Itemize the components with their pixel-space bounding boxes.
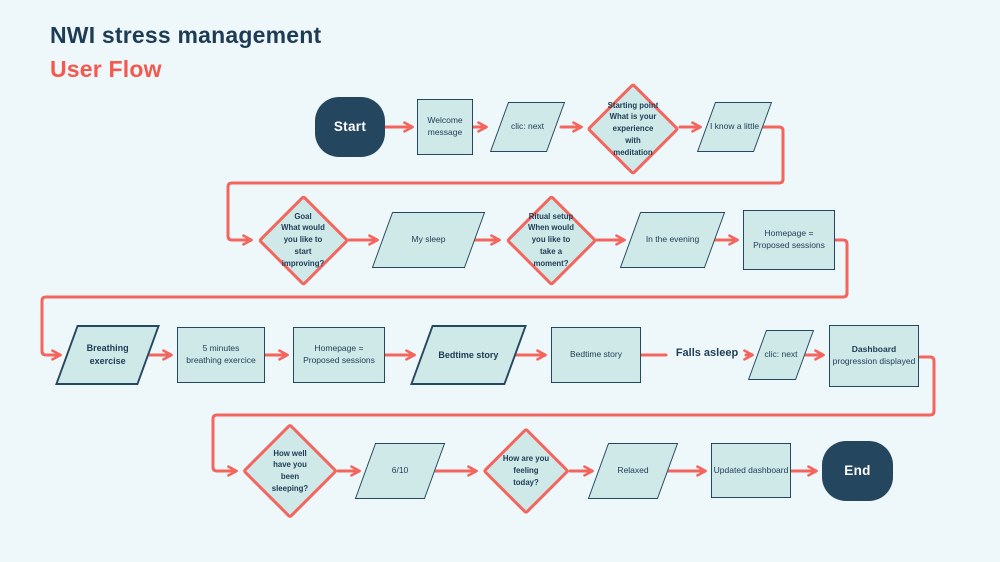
page-title: NWI stress management [50,22,322,48]
node-feeling-today-decision: How are you feeling today? [482,427,570,515]
page-subtitle: User Flow [50,56,162,82]
node-label: Breathing exercise [86,343,129,366]
node-bedtime-story-screen: Bedtime story [551,327,641,383]
node-starting-point-decision: Starting point What is your experience w… [586,82,680,176]
node-goal-decision: Goal What would you like to start improv… [257,194,349,286]
node-label: 6/10 [391,465,409,476]
node-label: Bedtime story [438,349,499,360]
falls-asleep-label: Falls asleep [675,347,739,359]
node-label: clic: next [510,121,545,132]
node-ritual-setup-decision: Ritual setup When would you like to take… [505,194,597,286]
node-label-bold: Dashboard [851,344,897,355]
node-five-minutes-breathing: 5 minutes breathing exercice [177,327,265,383]
edge-dashboard-sleeprating-wrap [211,355,936,477]
node-label: Relaxed [617,465,649,476]
edge-iknow-goal-wrap [226,125,785,246]
node-homepage-proposed-1: Homepage = Proposed sessions [743,210,835,270]
node-label: My sleep [411,234,446,245]
diagram-header: NWI stress management User Flow [50,22,321,83]
node-label: How well have you been sleeping? [271,448,309,493]
node-label: In the evening [645,234,700,245]
edge-homepage1-breathing-wrap [40,238,849,361]
node-label: Starting point What is your experience w… [607,100,659,157]
node-sleep-rating-decision: How well have you been sleeping? [241,422,339,520]
node-start: Start [315,97,385,157]
node-homepage-proposed-2: Homepage = Proposed sessions [293,327,385,383]
node-dashboard-progression: Dashboard progression displayed [829,325,919,387]
node-label: Goal What would you like to start improv… [281,211,325,268]
node-label: clic: next [764,349,798,360]
node-label-sub: progression displayed [832,356,916,366]
node-welcome-message: Welcome message [417,99,473,155]
node-label: Ritual setup When would you like to take… [528,211,574,268]
node-end: End [822,441,893,501]
node-updated-dashboard: Updated dashboard [711,443,791,498]
node-label: How are you feeling today? [502,454,550,487]
node-label: I know a little [709,121,760,132]
